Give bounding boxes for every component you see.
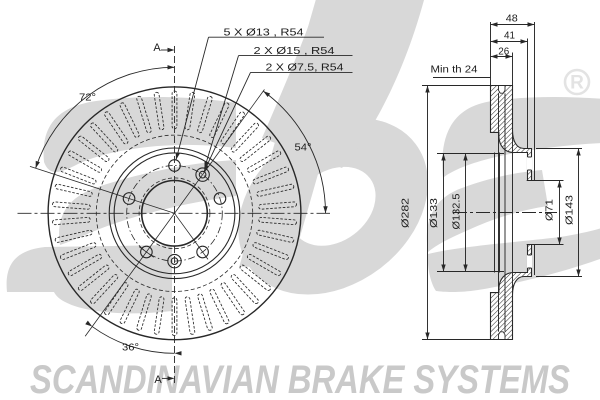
svg-text:26: 26 <box>498 46 509 58</box>
svg-text:Ø133: Ø133 <box>428 198 440 228</box>
svg-text:Ø282: Ø282 <box>400 198 412 228</box>
svg-text:36°: 36° <box>122 342 139 354</box>
svg-text:SCANDINAVIAN BRAKE SYSTEMS: SCANDINAVIAN BRAKE SYSTEMS <box>30 358 570 400</box>
svg-text:72°: 72° <box>79 92 96 104</box>
svg-text:54°: 54° <box>295 142 312 154</box>
svg-text:A: A <box>153 42 161 54</box>
svg-text:Min th 24: Min th 24 <box>431 64 478 76</box>
svg-text:Ø132.5: Ø132.5 <box>451 193 463 229</box>
svg-text:Ø71: Ø71 <box>544 199 556 221</box>
svg-text:48: 48 <box>506 13 518 25</box>
svg-text:2 X Ø15 , R54: 2 X Ø15 , R54 <box>254 45 335 57</box>
svg-text:5 X Ø13 , R54: 5 X Ø13 , R54 <box>224 27 304 39</box>
svg-text:41: 41 <box>504 30 515 42</box>
svg-text:A: A <box>154 374 162 386</box>
svg-text:2 X Ø7.5, R54: 2 X Ø7.5, R54 <box>266 62 344 74</box>
svg-text:R: R <box>570 73 584 94</box>
svg-text:Ø143: Ø143 <box>564 195 576 225</box>
